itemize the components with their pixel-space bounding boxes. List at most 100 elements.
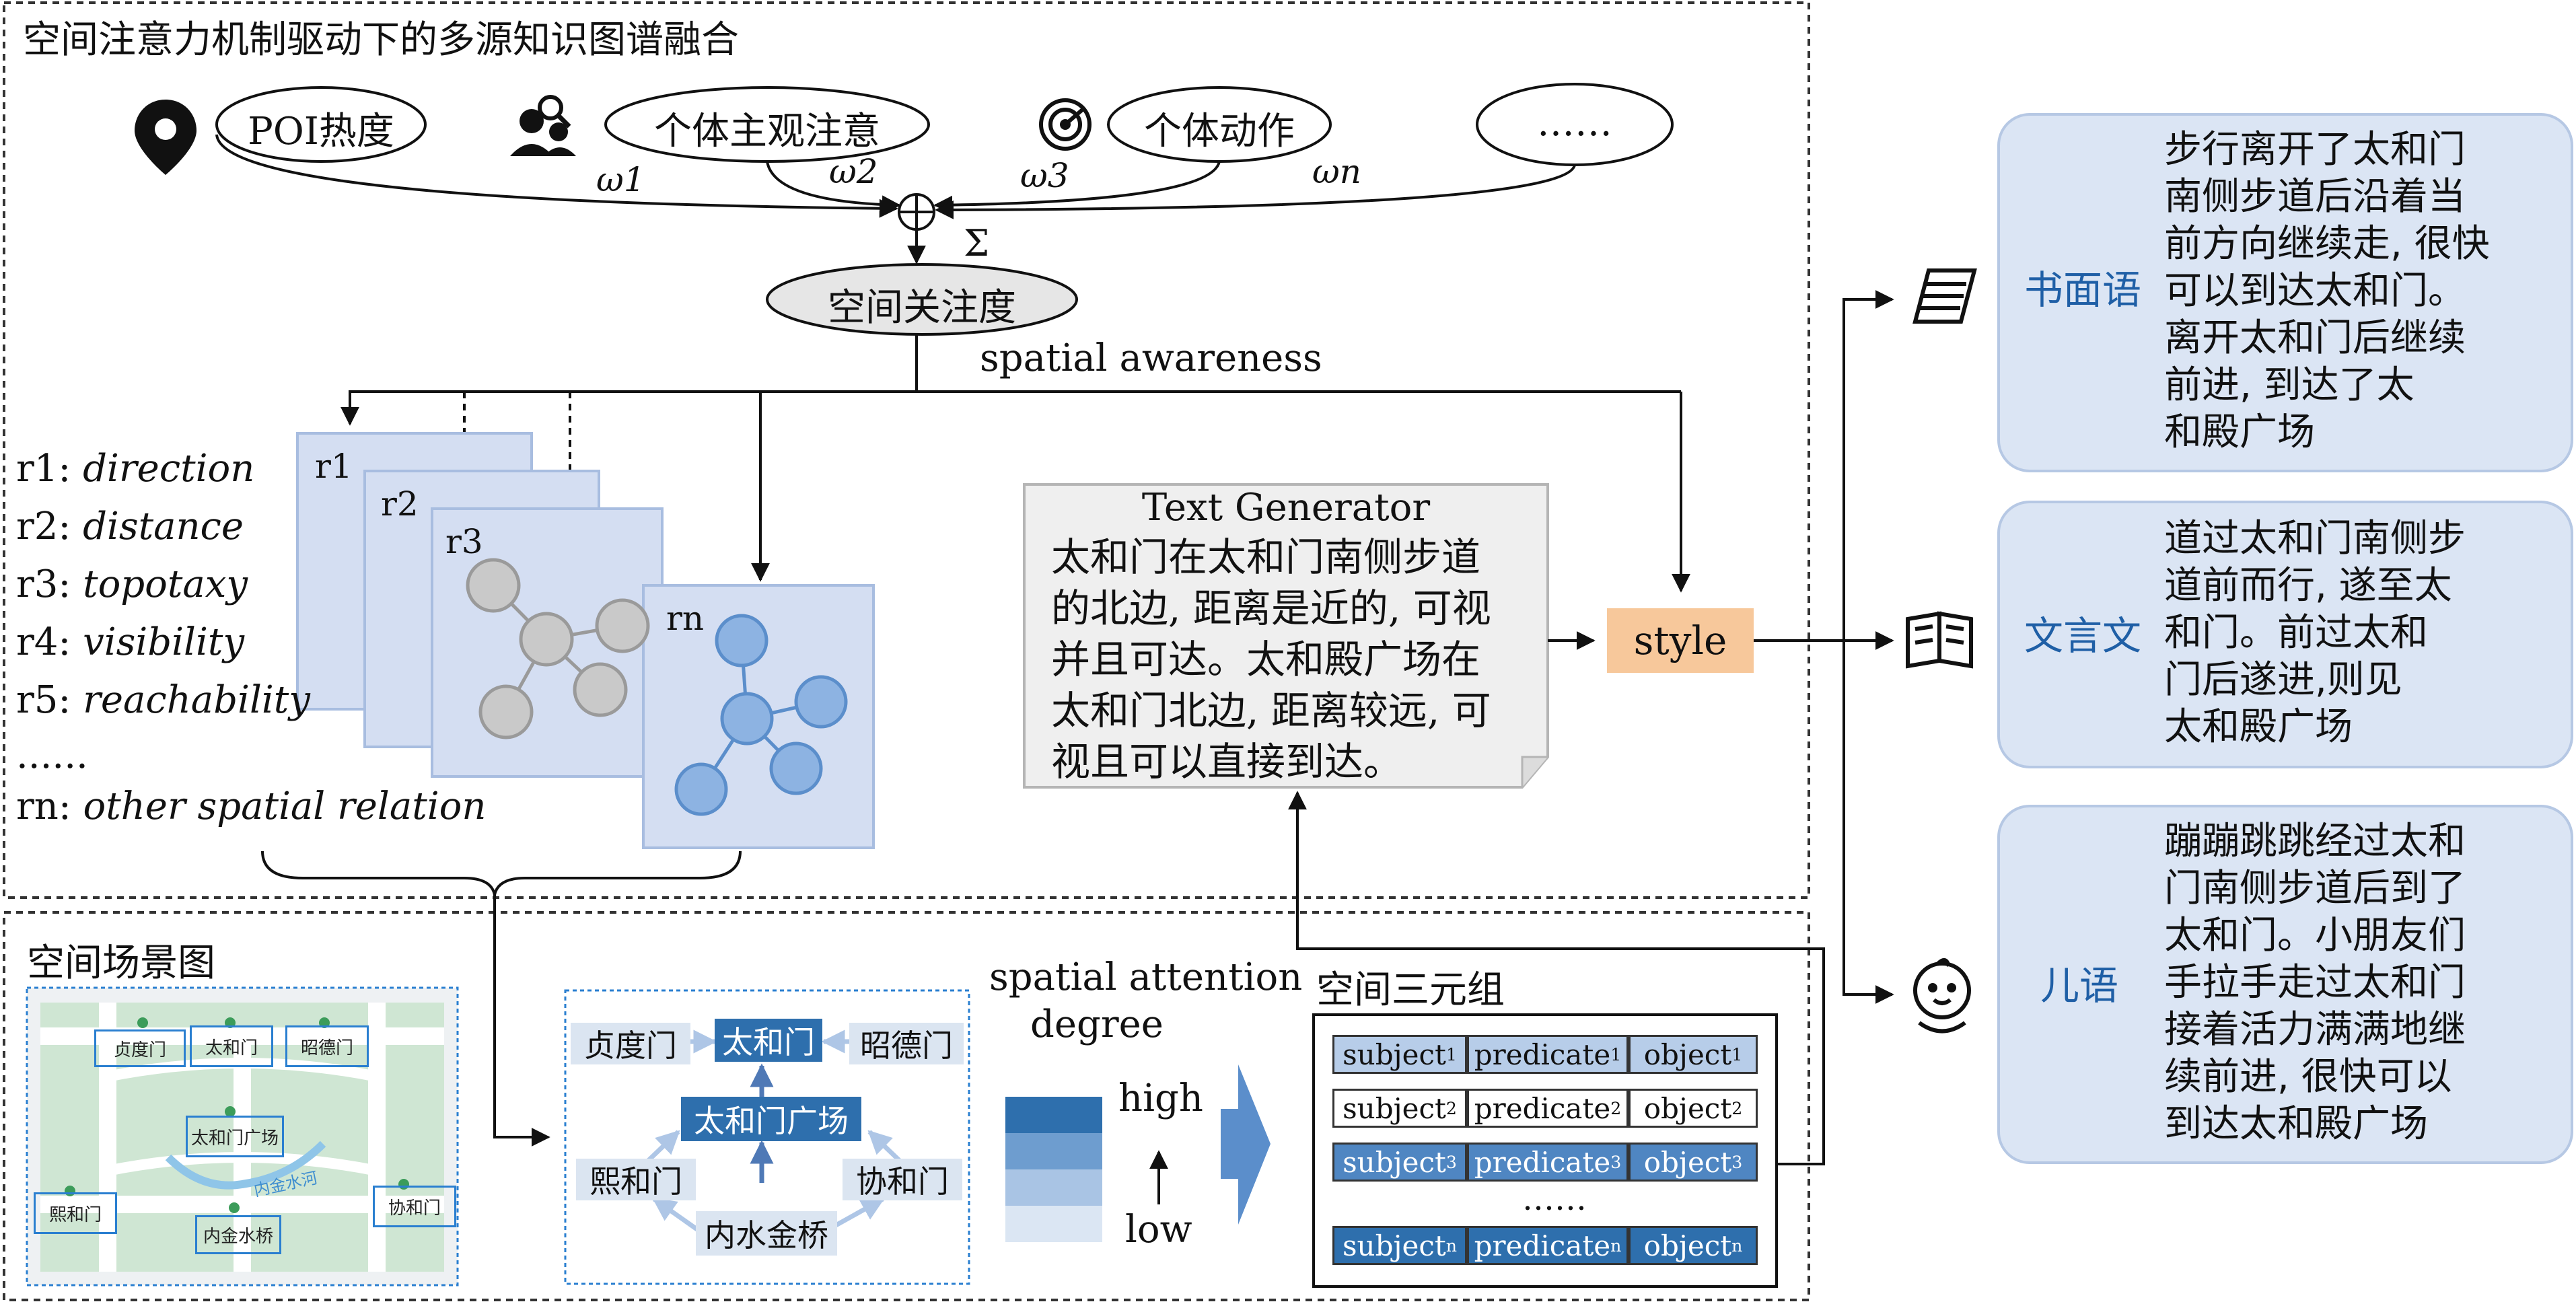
triple-index: 1 bbox=[1731, 1044, 1743, 1064]
triple-index: 2 bbox=[1731, 1098, 1743, 1118]
open-book-icon bbox=[1906, 611, 1973, 669]
map-label-zhaode: 昭德门 bbox=[285, 1025, 369, 1067]
generator-line: 太和门北边, 距离较远, 可 bbox=[1051, 688, 1491, 733]
output-line: 道前而行, 遂至太 bbox=[2164, 564, 2452, 608]
style-box: style bbox=[1607, 608, 1754, 673]
relation-r5: r5: reachability bbox=[16, 678, 310, 722]
output-written-label: 书面语 bbox=[2024, 267, 2142, 313]
triple-index: 2 bbox=[1445, 1098, 1457, 1118]
output-line: 前进, 到达了太 bbox=[2164, 363, 2414, 407]
relation-r1: r1: direction bbox=[16, 447, 255, 491]
output-classical-label: 文言文 bbox=[2024, 613, 2142, 659]
output-line: 接着活力满满地继 bbox=[2164, 1008, 2466, 1052]
map-label-xiehe: 协和门 bbox=[373, 1186, 456, 1227]
triple-text: predicate bbox=[1474, 1229, 1611, 1262]
generator-line: 视且可以直接到达。 bbox=[1051, 739, 1403, 785]
node-zhendu-gate: 贞度门 bbox=[571, 1023, 690, 1064]
generator-line: 的北边, 距离是近的, 可视 bbox=[1051, 585, 1491, 631]
triple-index: 1 bbox=[1610, 1044, 1622, 1064]
source-individual-action: 个体动作 bbox=[1144, 110, 1295, 153]
output-line: 可以到达太和门。 bbox=[2164, 269, 2466, 313]
notebook-icon bbox=[1912, 268, 1977, 324]
map-label-taihe: 太和门 bbox=[190, 1025, 273, 1067]
triple-text: subject bbox=[1343, 1038, 1446, 1071]
output-line: 蹦蹦跳跳经过太和 bbox=[2164, 820, 2466, 863]
node-xiehe-gate: 协和门 bbox=[843, 1159, 962, 1200]
poi-heat-oval bbox=[215, 86, 427, 163]
spatial-attention-label: 空间关注度 bbox=[828, 286, 1016, 330]
triple-index: n bbox=[1445, 1235, 1457, 1256]
legend-arrow bbox=[1221, 1064, 1271, 1225]
output-classical: 文言文 道过太和门南侧步 道前而行, 遂至太 和门。前过太和 门后遂进,则见 太… bbox=[1997, 501, 2573, 768]
scene-section-title: 空间场景图 bbox=[27, 941, 215, 985]
location-pin-icon bbox=[135, 100, 196, 175]
legend-high: high bbox=[1118, 1077, 1203, 1120]
map-label-zhendu: 贞度门 bbox=[94, 1029, 186, 1067]
baby-face-icon bbox=[1913, 957, 1971, 1034]
generator-line: 并且可达。太和殿广场在 bbox=[1051, 637, 1481, 682]
source-subjective-attention: 个体主观注意 bbox=[654, 110, 880, 153]
output-line: 道过太和门南侧步 bbox=[2164, 517, 2466, 560]
output-line: 太和门。小朋友们 bbox=[2164, 914, 2466, 957]
output-child-label: 儿语 bbox=[2040, 963, 2119, 1009]
source-poi-heat: POI热度 bbox=[248, 110, 394, 153]
triple-index: 3 bbox=[1610, 1152, 1622, 1172]
relation-rn: rn: other spatial relation bbox=[16, 785, 487, 828]
output-line: 和殿广场 bbox=[2164, 410, 2315, 454]
triple-text: object bbox=[1643, 1229, 1732, 1262]
output-line: 门南侧步道后到了 bbox=[2164, 867, 2466, 910]
generator-line: 太和门在太和门南侧步道 bbox=[1051, 534, 1481, 580]
triple-text: predicate bbox=[1474, 1145, 1611, 1179]
weight-w3: ω3 bbox=[1020, 156, 1069, 195]
gray-graph bbox=[466, 558, 650, 739]
triple-index: 3 bbox=[1731, 1152, 1743, 1172]
triple-text: object bbox=[1643, 1091, 1732, 1125]
bottom-section-border bbox=[3, 911, 1810, 1301]
node-taihe-gate: 太和门 bbox=[715, 1019, 822, 1062]
node-zhaode-gate: 昭德门 bbox=[849, 1023, 964, 1064]
legend-title-line2: degree bbox=[1030, 1003, 1164, 1046]
output-classical-text: 道过太和门南侧步 道前而行, 遂至太 和门。前过太和 门后遂进,则见 太和殿广场 bbox=[2164, 515, 2561, 751]
output-line: 和门。前过太和 bbox=[2164, 611, 2428, 655]
radar-icon bbox=[1039, 98, 1092, 151]
output-line: 太和殿广场 bbox=[2164, 705, 2353, 749]
relation-r2: r2: distance bbox=[16, 505, 244, 548]
people-search-icon bbox=[510, 95, 576, 156]
weight-w1: ω1 bbox=[596, 160, 645, 199]
layer-label-r1: r1 bbox=[315, 447, 353, 486]
map-label-xihe: 熙和门 bbox=[34, 1192, 117, 1234]
weight-w2: ω2 bbox=[829, 152, 878, 191]
output-line: 南侧步道后沿着当 bbox=[2164, 175, 2466, 219]
legend-title-line1: spatial attention bbox=[989, 955, 1303, 999]
triple-text: object bbox=[1643, 1145, 1732, 1179]
output-line: 门后遂进,则见 bbox=[2164, 658, 2402, 702]
spatial-awareness-label: spatial awareness bbox=[980, 336, 1322, 380]
output-line: 续前进, 很快可以 bbox=[2164, 1055, 2452, 1099]
relation-r4: r4: visibility bbox=[16, 620, 244, 664]
triple-text: subject bbox=[1343, 1091, 1446, 1125]
blue-graph bbox=[674, 614, 848, 816]
fusion-section-title: 空间注意力机制驱动下的多源知识图谱融合 bbox=[23, 18, 739, 62]
layer-label-rn: rn bbox=[666, 599, 705, 638]
source-more: …… bbox=[1537, 101, 1612, 145]
layer-label-r2: r2 bbox=[381, 484, 419, 523]
output-line: 手拉手走过太和门 bbox=[2164, 961, 2466, 1005]
triples-title: 空间三元组 bbox=[1316, 968, 1505, 1012]
map-label-bridge: 内金水桥 bbox=[195, 1215, 281, 1254]
output-written-text: 步行离开了太和门 南侧步道后沿着当 前方向继续走, 很快 可以到达太和门。 离开… bbox=[2164, 126, 2561, 456]
node-taihe-square: 太和门广场 bbox=[681, 1097, 861, 1141]
weight-wn: ωn bbox=[1312, 152, 1361, 191]
spatial-attention-oval bbox=[766, 263, 1078, 336]
output-line: 离开太和门后继续 bbox=[2164, 316, 2466, 360]
